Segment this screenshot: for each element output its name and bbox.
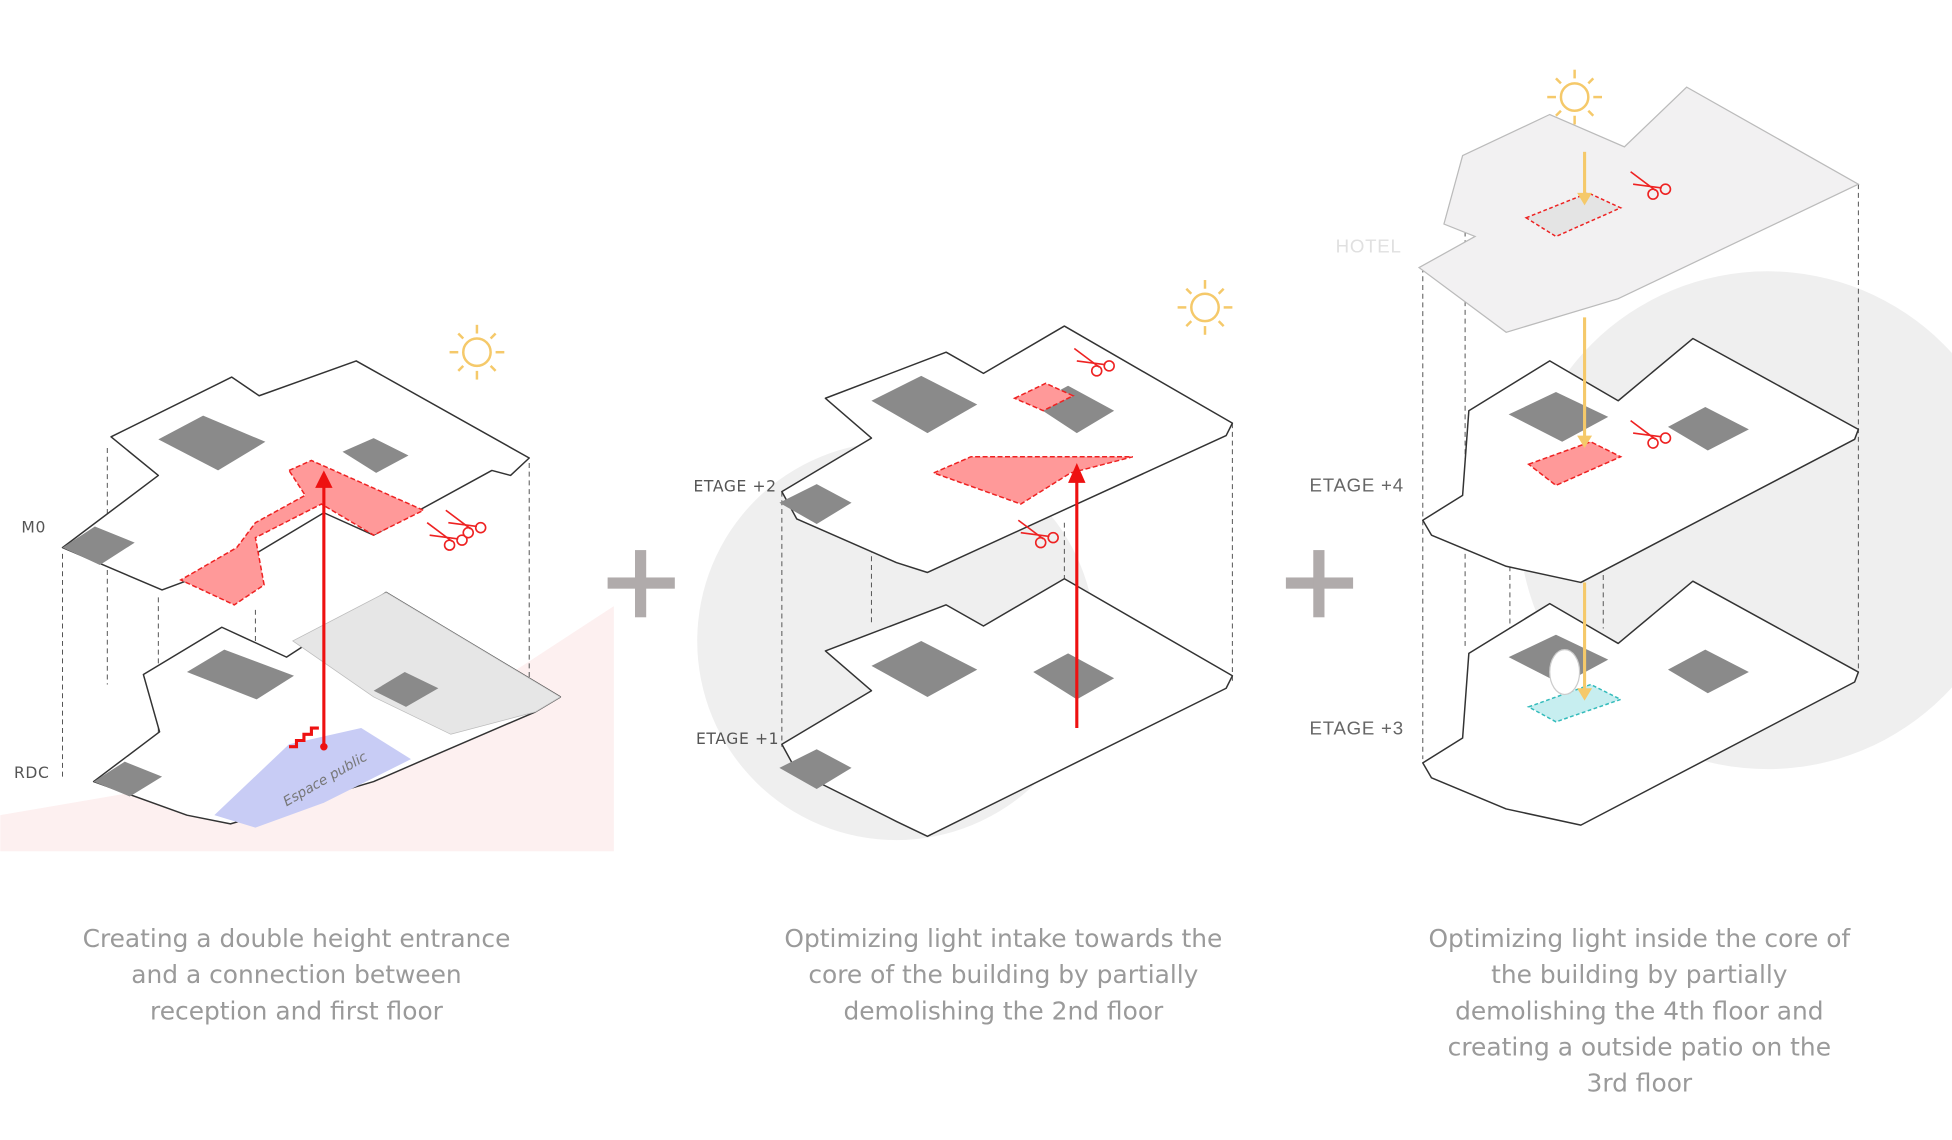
tree-icon [1549,649,1581,696]
sun-icon [1176,278,1234,337]
panel-entrance: Espace public M0 RDC [0,323,614,852]
scissors-icon [445,509,487,539]
floor-label-etage-4: ETAGE +4 [1310,475,1404,496]
floor-label-hotel: HOTEL [1336,236,1402,257]
floor-label-rdc: RDC [14,764,49,782]
demolition-zone [179,459,426,606]
caption-line: demolishing the 4th floor and [1455,996,1824,1025]
floor-etage-3 [1422,580,1860,826]
caption-line: 3rd floor [1587,1068,1693,1097]
public-space-zone [214,728,411,828]
floor-hotel [1417,86,1860,333]
floor-label-etage-3: ETAGE +3 [1310,717,1404,738]
caption-line: the building by partially [1491,960,1787,989]
stairs-icon [289,726,319,749]
floor-label-etage-2: ETAGE +2 [693,478,776,496]
caption-line: core of the building by partially [808,960,1198,989]
floor-label-m0: M0 [21,519,46,537]
caption-2: Optimizing light intake towards the core… [784,924,1222,1025]
floor-label-etage-1: ETAGE +1 [696,730,779,748]
sun-icon [1545,68,1604,126]
caption-line: Optimizing light intake towards the [784,924,1222,953]
caption-line: and a connection between [131,960,461,989]
caption-line: Creating a double height entrance [83,924,511,953]
floor-etage-4 [1422,337,1860,584]
caption-line: creating a outside patio on the [1448,1032,1831,1061]
caption-line: reception and first floor [150,996,444,1025]
plus-icon [607,550,675,618]
floor-etage-2 [781,325,1234,574]
existing-zone [292,591,562,735]
panel-core-light: HOTEL ETAGE +4 ETAGE +3 [1310,68,1952,826]
plus-icon [1285,550,1354,618]
caption-line: Optimizing light inside the core of [1428,924,1851,953]
sun-icon [448,323,506,381]
caption-line: demolishing the 2nd floor [843,996,1164,1025]
demolition-zone [931,455,1134,505]
scissors-icon [426,521,468,551]
caption-1: Creating a double height entrance and a … [83,924,511,1025]
floor-etage-1 [781,577,1234,838]
demolition-zone [1527,441,1623,487]
caption-3: Optimizing light inside the core of the … [1428,924,1851,1097]
panel-light-intake: ETAGE +2 ETAGE +1 [693,278,1234,841]
